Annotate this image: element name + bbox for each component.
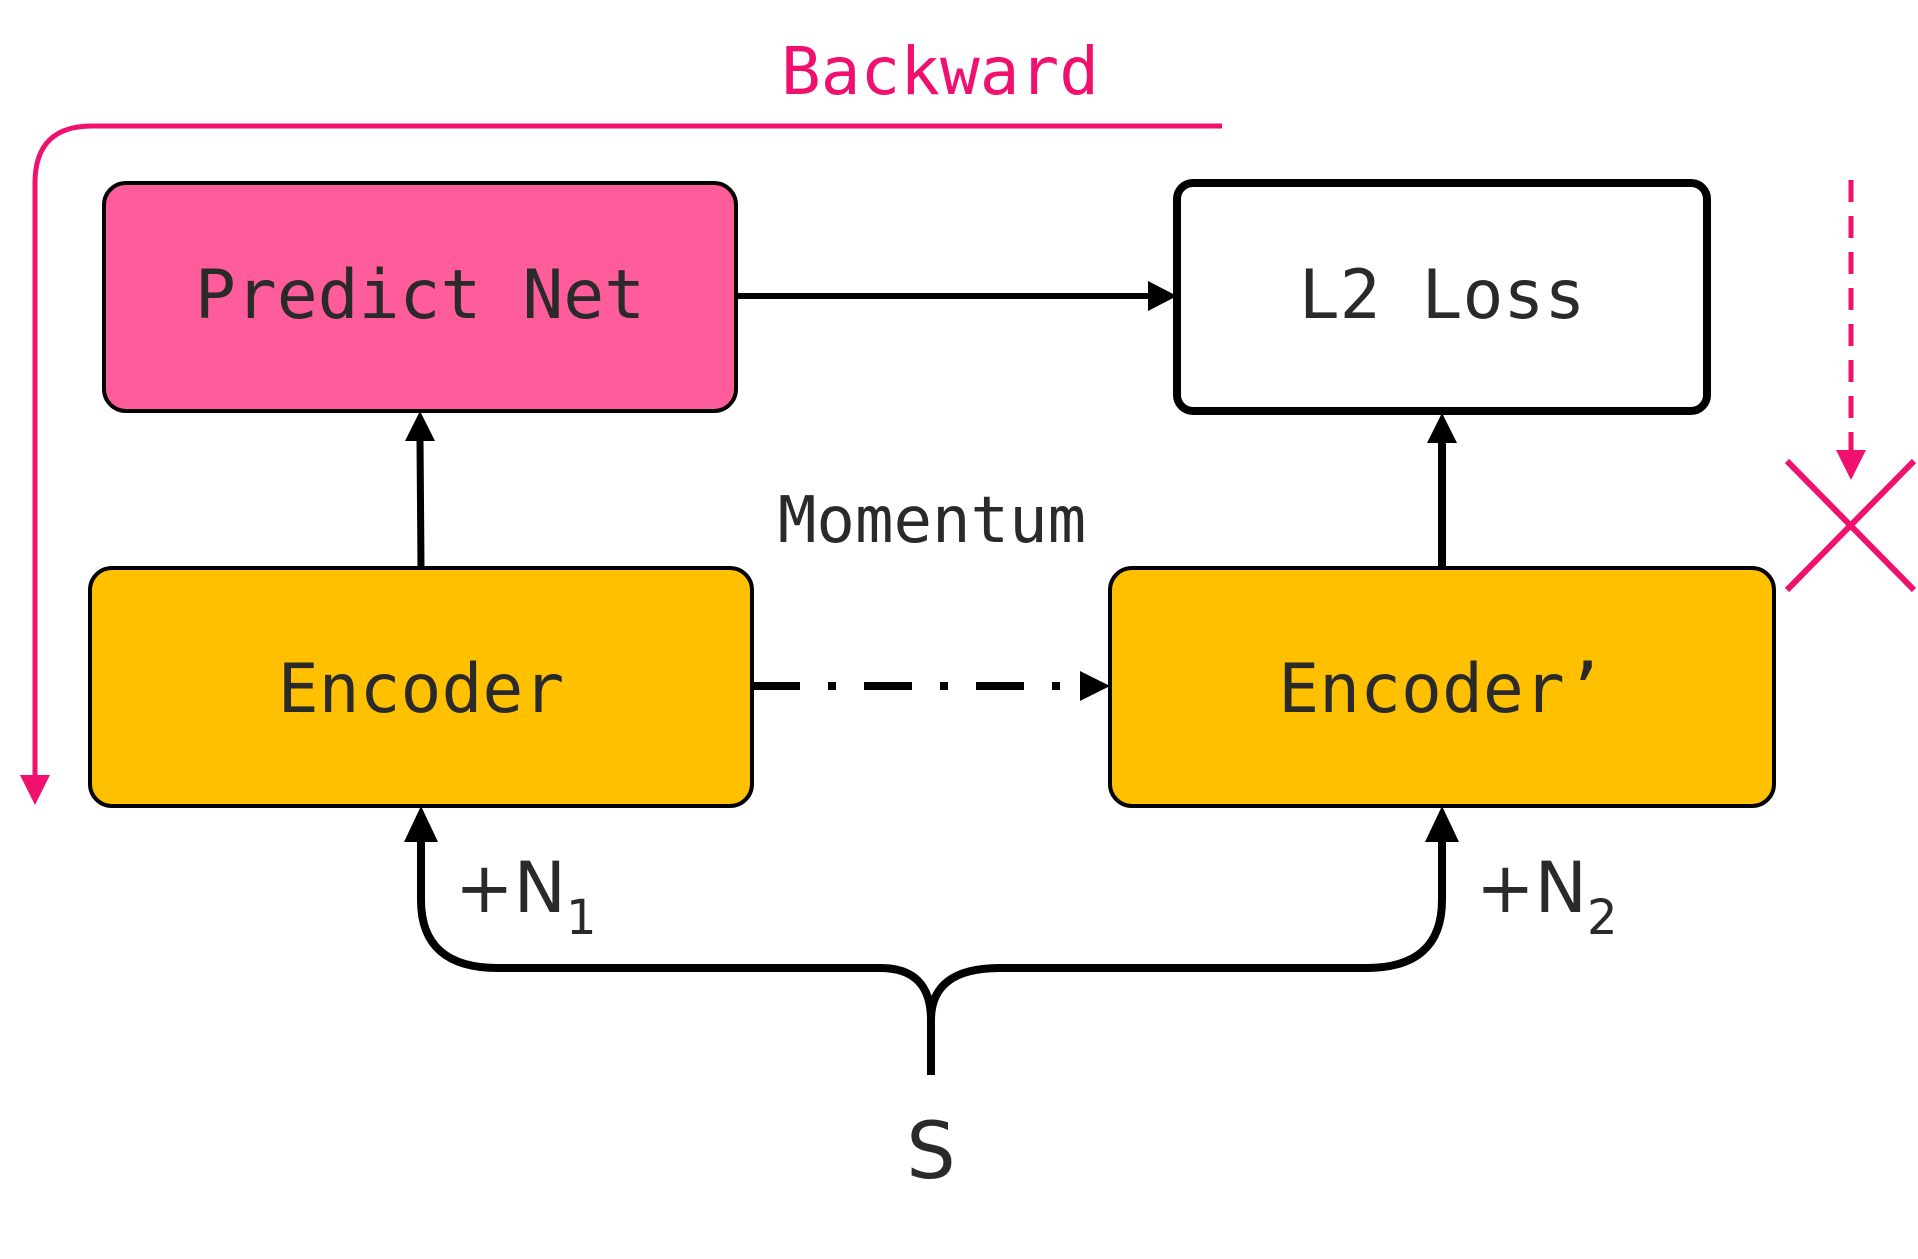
source-brace	[404, 806, 1459, 1075]
noise-1-label: +N1	[455, 847, 597, 946]
source-label: S	[906, 1107, 956, 1197]
stop-gradient-indicator	[1784, 180, 1917, 593]
arrowhead-icon	[1427, 413, 1457, 443]
arrowhead-icon	[1148, 281, 1177, 311]
down-arrowhead-icon	[1836, 450, 1866, 480]
momentum-label: Momentum	[778, 484, 1086, 558]
noise-1-subscript: 1	[566, 890, 597, 946]
predict-net-label: Predict Net	[195, 256, 645, 335]
backward-arrowhead-icon	[20, 775, 50, 805]
l2-loss-block: L2 Loss	[1173, 179, 1711, 415]
l2-loss-box	[1173, 179, 1711, 415]
predict-to-loss-arrow	[736, 281, 1177, 311]
backward-path: Backward	[20, 33, 1222, 805]
momentum-arrow: Momentum	[752, 484, 1110, 701]
arrowhead-icon	[405, 411, 435, 441]
encoder-label: Encoder	[278, 650, 565, 729]
backward-label: Backward	[781, 33, 1099, 110]
noise-1-prefix: +N	[455, 847, 566, 929]
arrowhead-icon	[1080, 671, 1110, 701]
noise-2-label: +N2	[1476, 847, 1618, 946]
arrowhead-icon	[404, 806, 438, 842]
encoder-block: Encoder	[88, 566, 754, 808]
noise-2-subscript: 2	[1587, 890, 1618, 946]
encoder-prime-label: Encoder’	[1278, 650, 1606, 729]
encoder-to-predict-arrow	[405, 411, 435, 569]
cross-icon	[1784, 458, 1917, 593]
noise-2-prefix: +N	[1476, 847, 1587, 929]
encoder-prime-to-loss-arrow	[1427, 413, 1457, 568]
l2-loss-label: L2 Loss	[1299, 256, 1586, 335]
arrowhead-icon	[1425, 806, 1459, 842]
predict-net-block: Predict Net	[102, 181, 738, 413]
encoder-prime-block: Encoder’	[1108, 566, 1776, 808]
